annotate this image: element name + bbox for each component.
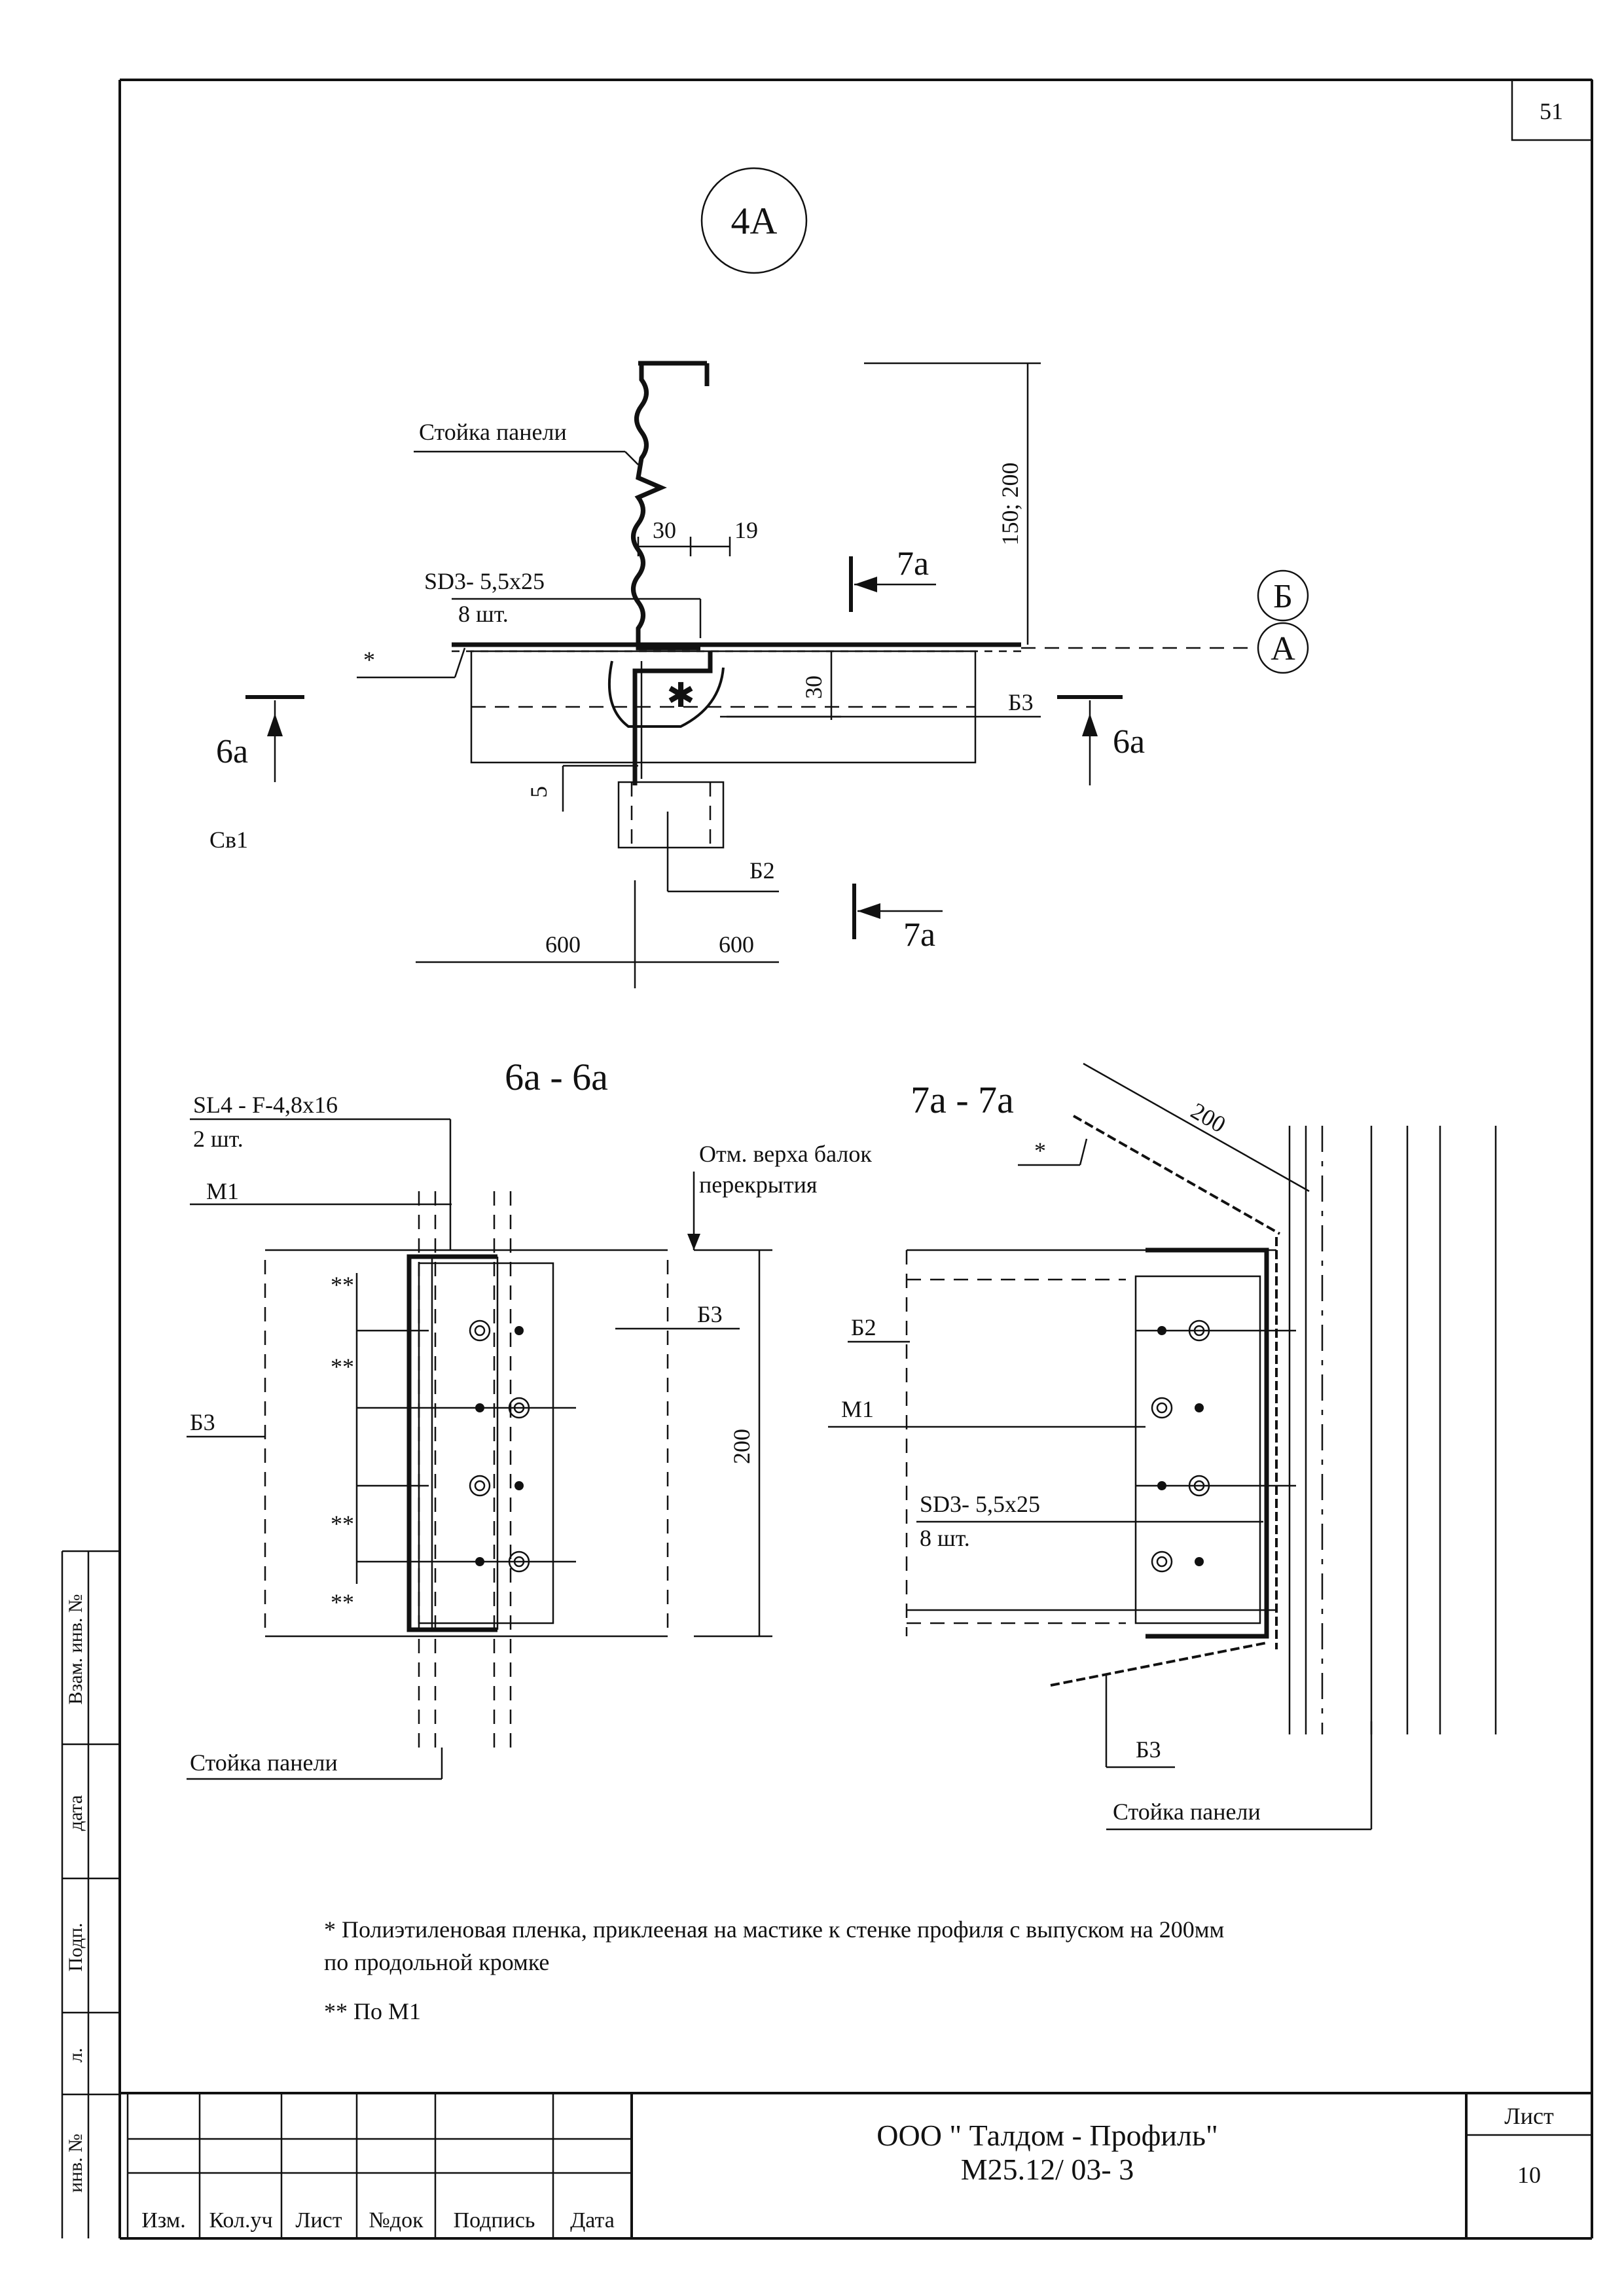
dim-600-left: 600 — [545, 931, 581, 958]
label-sl4: SL4 - F-4,8х16 — [193, 1092, 338, 1118]
dim-5: 5 — [526, 786, 552, 798]
holes-6a — [469, 1319, 530, 1573]
page-number: 51 — [1540, 98, 1563, 124]
tb-col-podpis: Подпись — [454, 2208, 535, 2233]
beam-b2 — [617, 781, 725, 849]
side-stamp: Взам. инв. № дата Подп. л. инв. № — [61, 1550, 120, 2238]
label-stoyka-panel: Стойка панели — [419, 419, 567, 445]
dim-200-6a: 200 — [729, 1429, 755, 1464]
holes-7a — [1151, 1319, 1210, 1573]
detail-marker-label: 4A — [731, 200, 778, 242]
tb-org: ООО " Талдом - Профиль" — [876, 2119, 1218, 2152]
main-view: ✱ Стойка панели SD3- 5,5х25 8 шт. * 30 1… — [209, 361, 1309, 988]
label-b3-6a-left: Б3 — [190, 1409, 215, 1435]
stamp-podp: Подп. — [65, 1923, 86, 1972]
note-3: ** По М1 — [324, 1998, 421, 2024]
label-sl4-qty: 2 шт. — [193, 1126, 244, 1152]
section-7a-bottom: 7а — [903, 916, 935, 954]
panel-post-profile — [631, 363, 700, 651]
label-sd3-7a: SD3- 5,5х25 — [920, 1491, 1040, 1517]
note-2: по продольной кромке — [324, 1949, 549, 1975]
label-sd3-qty-7a: 8 шт. — [920, 1525, 970, 1551]
detail-marker: 4A — [700, 167, 808, 274]
tb-col-ndok: №док — [369, 2208, 424, 2233]
section-7a-title: 7а - 7а — [911, 1079, 1014, 1121]
plate-m1-7a — [1134, 1275, 1261, 1624]
note-1: * Полиэтиленовая пленка, приклееная на м… — [324, 1916, 1224, 1943]
label-sd3-qty: 8 шт. — [458, 601, 509, 627]
label-b2-7a: Б2 — [851, 1314, 876, 1340]
dim-600-right: 600 — [719, 931, 754, 958]
tb-col-izm: Изм. — [141, 2208, 186, 2233]
star-6a-4: ** — [331, 1589, 354, 1615]
stamp-data: дата — [65, 1795, 86, 1831]
title-block: Изм. Кол.уч Лист №док Подпись Дата ООО "… — [120, 2092, 1592, 2238]
dim-30-top: 30 — [653, 517, 676, 543]
panel-post-6a — [406, 1254, 497, 1632]
section-6a-left: 6а — [216, 733, 248, 770]
stamp-l: л. — [65, 2048, 86, 2062]
label-b3-main: Б3 — [1008, 689, 1034, 715]
tb-col-list: Лист — [295, 2208, 342, 2233]
dim-200-7a: 200 — [1187, 1098, 1231, 1138]
notes: * Полиэтиленовая пленка, приклееная на м… — [324, 1916, 1224, 2024]
section-7a-view: 7а - 7а — [828, 1062, 1497, 1831]
dim-19: 19 — [734, 517, 758, 543]
label-star-7a: * — [1034, 1138, 1046, 1164]
tb-col-kol: Кол.уч — [209, 2208, 272, 2233]
section-6a-right: 6а — [1113, 723, 1145, 761]
stamp-vzam: Взам. инв. № — [65, 1594, 86, 1704]
plate-m1 — [418, 1262, 554, 1624]
tb-col-data: Дата — [570, 2208, 615, 2233]
label-m1-6a: М1 — [206, 1178, 239, 1204]
tb-sheet-num: 10 — [1517, 2162, 1541, 2188]
label-sv1: Св1 — [209, 827, 248, 853]
label-perekr: перекрытия — [699, 1172, 817, 1198]
label-otm: Отм. верха балок — [699, 1141, 872, 1167]
star-symbol: ✱ — [666, 677, 695, 715]
star-6a-3: ** — [331, 1511, 354, 1537]
label-star: * — [363, 647, 375, 673]
stamp-inv: инв. № — [65, 2134, 86, 2193]
bracket-m1 — [632, 651, 713, 785]
bracket-7a — [1146, 1247, 1269, 1639]
dim-150-200: 150; 200 — [997, 462, 1023, 545]
axis-A: А — [1271, 630, 1295, 668]
star-6a-1: ** — [331, 1272, 354, 1298]
label-m1-7a: М1 — [841, 1396, 874, 1422]
star-6a-2: ** — [331, 1354, 354, 1380]
section-7a-top: 7а — [897, 545, 929, 583]
tb-code: М25.12/ 03- 3 — [961, 2153, 1134, 2186]
label-b3-6a-right: Б3 — [697, 1301, 723, 1327]
section-6a-view: 6а - 6а ** ** ** ** — [187, 1056, 872, 1780]
sheet-frame — [118, 79, 1593, 2240]
section-6a-title: 6а - 6а — [505, 1056, 608, 1098]
page-number-box: 51 — [1511, 79, 1593, 141]
label-stoyka-6a: Стойка панели — [190, 1749, 338, 1776]
dim-30-side: 30 — [801, 675, 827, 699]
label-sd3: SD3- 5,5х25 — [424, 568, 545, 594]
tb-sheet-label: Лист — [1504, 2103, 1554, 2129]
label-stoyka-7a: Стойка панели — [1113, 1799, 1261, 1825]
label-b2-main: Б2 — [749, 857, 775, 884]
label-b3-7a: Б3 — [1136, 1736, 1161, 1763]
axis-B: Б — [1273, 578, 1293, 615]
